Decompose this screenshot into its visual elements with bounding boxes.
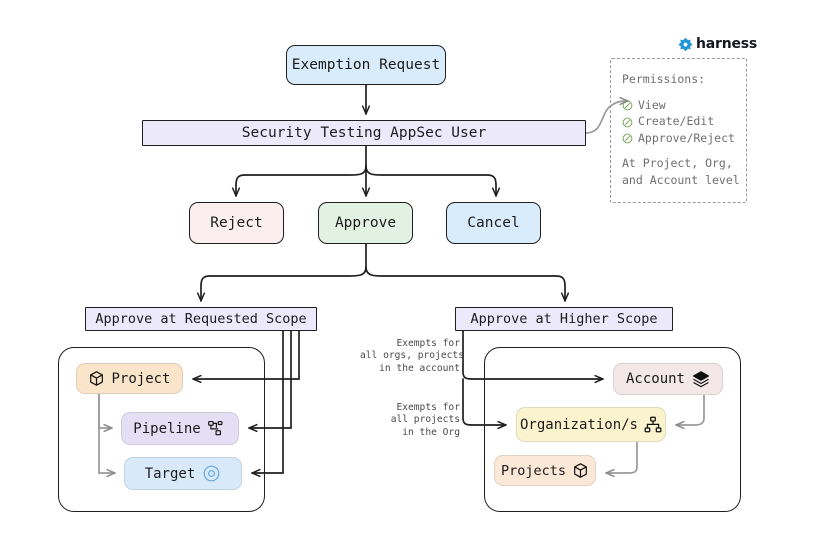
requested-scope-group [58, 347, 265, 512]
node-target[interactable]: Target [124, 457, 242, 490]
edge-scope-to-target [251, 330, 284, 473]
edge-user-to-reject [236, 165, 367, 197]
node-account[interactable]: Account [613, 363, 723, 395]
edge-scope-to-pipeline [248, 330, 292, 428]
node-pipeline-label: Pipeline [133, 420, 201, 437]
node-target-label: Target [144, 465, 196, 482]
edge-scope-to-account [462, 330, 604, 379]
node-appsec-user[interactable]: Security Testing AppSec User [142, 120, 586, 146]
node-reject[interactable]: Reject [189, 202, 284, 244]
edge-user-to-permissions [585, 101, 629, 134]
edge-account-to-organizations [675, 394, 705, 425]
edge-organizations-to-projects [605, 441, 638, 473]
edge-label-account-scope: Exempts for all orgs, projects in the ac… [360, 338, 464, 374]
node-approve-at-higher-scope[interactable]: Approve at Higher Scope [455, 307, 673, 331]
check-circle-icon [622, 132, 633, 144]
edge-project-to-target [98, 393, 116, 473]
node-account-label: Account [625, 371, 685, 387]
edge-scope-to-organizations [462, 378, 507, 425]
node-exemption-request[interactable]: Exemption Request [286, 45, 446, 85]
cube-icon [572, 462, 589, 479]
node-projects[interactable]: Projects [494, 455, 596, 486]
pipeline-icon [207, 420, 227, 437]
spacer [622, 88, 746, 97]
edge-label-org-scope: Exempts for all projects in the Org [390, 402, 460, 438]
edge-approve-to-higher-scope [365, 266, 565, 302]
spacer [622, 146, 746, 155]
permissions-footer-line-1: At Project, Org, [622, 156, 733, 170]
harness-diamond-logo-icon [678, 37, 693, 52]
permission-label: View [638, 97, 666, 112]
permissions-callout: Permissions: View Create/Edit [610, 58, 747, 203]
edge-approve-to-requested-scope [201, 266, 367, 302]
edge-scope-to-project [192, 330, 300, 379]
permission-item-create-edit: Create/Edit [622, 113, 746, 130]
permissions-heading: Permissions: [622, 72, 706, 86]
brand-name: harness [696, 36, 758, 52]
check-circle-icon [622, 116, 633, 128]
permission-label: Approve/Reject [638, 130, 735, 145]
node-approve-at-requested-scope[interactable]: Approve at Requested Scope [85, 307, 317, 331]
cube-icon [88, 370, 105, 387]
node-projects-label: Projects [500, 462, 567, 479]
permission-label: Create/Edit [638, 114, 715, 128]
layers-icon [692, 370, 710, 388]
brand-logo: harness [678, 36, 757, 52]
higher-scope-group [484, 347, 741, 512]
permission-item-approve-reject: Approve/Reject [622, 130, 746, 147]
edge-user-to-cancel [365, 165, 496, 197]
node-project[interactable]: Project [76, 363, 183, 394]
permissions-footer-line-2: and Account level [622, 172, 740, 187]
target-circle-icon [202, 464, 221, 483]
node-project-label: Project [111, 370, 171, 387]
permission-item-view: View [622, 97, 746, 114]
check-circle-icon [622, 99, 633, 111]
node-organizations[interactable]: Organization/s [516, 407, 666, 442]
node-organizations-label: Organization/s [519, 416, 638, 433]
node-cancel[interactable]: Cancel [446, 202, 541, 244]
node-approve[interactable]: Approve [318, 202, 413, 244]
org-chart-icon [644, 416, 662, 434]
node-pipeline[interactable]: Pipeline [121, 412, 239, 445]
